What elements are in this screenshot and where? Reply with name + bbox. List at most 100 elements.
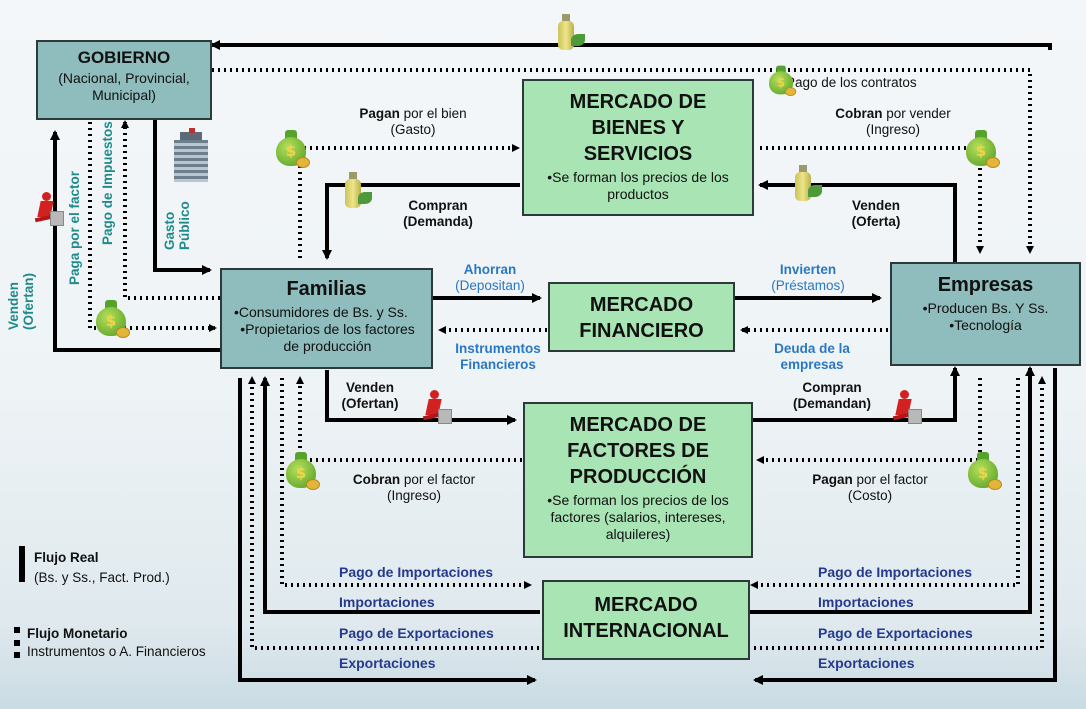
- label-compran-demanda-2: (Demanda): [403, 214, 473, 229]
- label-instrumentos-1: Instrumentos: [455, 341, 541, 356]
- mercado-internacional-box: MERCADO INTERNACIONAL: [542, 580, 750, 660]
- label-venden-ofertan-vertical: Venden (Ofertan): [6, 273, 36, 330]
- label-importaciones-left: Importaciones: [339, 594, 435, 610]
- arrow-cobran-vender: [760, 146, 984, 254]
- worker-icon: [30, 192, 64, 226]
- empresas-box: Empresas •Producen Bs. Y Ss. •Tecnología: [890, 262, 1081, 366]
- label-venden-ofertan-vert-2: (Ofertan): [21, 273, 36, 330]
- mercado-bienes-box: MERCADO DE BIENES Y SERVICIOS •Se forman…: [522, 79, 754, 216]
- arrow-venden-ofertan-gov: [50, 130, 220, 352]
- arrow-venden-factores: [325, 370, 517, 425]
- label-cobran-vender: Cobran por vender (Ingreso): [818, 106, 968, 138]
- label-deuda: Deuda de la empresas: [762, 341, 862, 373]
- label-pago-importaciones-right: Pago de Importaciones: [818, 564, 973, 580]
- label-deuda-1: Deuda de la: [774, 341, 850, 356]
- arrow-compran-factores: [752, 366, 960, 422]
- label-paga-por-el-factor: Paga por el factor: [67, 170, 82, 285]
- arrow-gasto-publico: [153, 120, 212, 275]
- money-bag-icon: $: [276, 130, 310, 168]
- familias-title: Familias: [286, 278, 367, 300]
- empresas-line1: •Producen Bs. Y Ss.: [922, 300, 1049, 316]
- worker-icon: [418, 390, 452, 424]
- label-ahorran: Ahorran (Depositan): [440, 262, 540, 294]
- label-pago-de-impuestos: Pago de Impuestos: [100, 121, 115, 245]
- label-compran-demandan-2: (Demandan): [792, 396, 871, 411]
- arrow-pago-importaciones-right: [750, 378, 1020, 589]
- arrow-exportaciones-left: [238, 378, 537, 685]
- label-ingreso-2: (Ingreso): [386, 488, 442, 503]
- money-bag-icon: $: [966, 130, 1000, 168]
- arrow-pago-exportaciones-left: [248, 376, 545, 650]
- money-bag-icon: $: [968, 452, 1002, 490]
- label-compran-demanda: Compran (Demanda): [388, 198, 488, 230]
- money-bag-icon: $: [769, 65, 797, 96]
- mercado-financiero-title: MERCADO FINANCIERO: [579, 294, 704, 342]
- legend-monetario-sub: Instrumentos o A. Financieros: [27, 644, 206, 659]
- label-cobran-factor-rest: por el factor: [403, 472, 476, 487]
- label-invierten: Invierten (Préstamos): [758, 262, 858, 294]
- label-ahorran-2: (Depositan): [455, 278, 525, 293]
- label-gasto: (Gasto): [390, 122, 436, 137]
- label-venden-ofertan: Venden (Ofertan): [330, 380, 410, 412]
- label-compran-demanda-1: Compran: [408, 198, 468, 213]
- legend-monetario-title: Flujo Monetario: [27, 626, 128, 641]
- label-compran-demandan-1: Compran: [802, 380, 862, 395]
- label-pagan-factor: Pagan por el factor (Costo): [790, 472, 950, 504]
- label-venden-ofertan-2: (Ofertan): [341, 396, 399, 411]
- label-exportaciones-right: Exportaciones: [818, 655, 915, 671]
- label-cobran-factor-bold: Cobran: [352, 472, 401, 487]
- money-bag-icon: $: [286, 452, 320, 490]
- worker-icon: [888, 390, 922, 424]
- arrow-venden-oferta: [758, 180, 957, 262]
- arrow-contracts-real: [210, 40, 1052, 50]
- label-ahorran-1: Ahorran: [463, 262, 517, 277]
- building-icon: [170, 128, 212, 182]
- label-instrumentos: Instrumentos Financieros: [448, 341, 548, 373]
- arrow-pago-impuestos: [121, 120, 220, 300]
- label-instrumentos-2: Financieros: [460, 357, 536, 372]
- label-deuda-2: empresas: [780, 357, 844, 372]
- bottle-icon: [345, 172, 372, 208]
- label-pago-exportaciones-right: Pago de Exportaciones: [818, 625, 973, 641]
- arrow-exportaciones-right: [753, 368, 1057, 685]
- label-importaciones-right: Importaciones: [818, 594, 914, 610]
- label-pago-exportaciones-left: Pago de Exportaciones: [339, 625, 494, 641]
- gobierno-box: GOBIERNO (Nacional, Provincial, Municipa…: [36, 40, 212, 120]
- label-pago-contratos: Pago de los contratos: [786, 75, 917, 90]
- bottle-icon: [558, 14, 585, 50]
- label-venden-oferta-1: Venden: [851, 198, 900, 213]
- mercado-factores-title: MERCADO DE FACTORES DE PRODUCCIÓN: [567, 414, 709, 488]
- label-venden-ofertan-1: Venden: [345, 380, 394, 395]
- arrow-compran-demanda: [322, 183, 520, 260]
- label-gasto-publico-2: Público: [177, 201, 192, 250]
- label-gasto-publico: Gasto Público: [162, 201, 192, 250]
- mercado-financiero-box: MERCADO FINANCIERO: [548, 282, 735, 352]
- label-exportaciones-left: Exportaciones: [339, 655, 436, 671]
- label-gasto-publico-1: Gasto: [162, 211, 177, 250]
- label-venden-ofertan-vert-1: Venden: [6, 281, 21, 330]
- mercado-factores-box: MERCADO DE FACTORES DE PRODUCCIÓN •Se fo…: [523, 402, 753, 558]
- money-bag-icon: $: [96, 300, 130, 338]
- familias-line2: •Propietarios de los factores de producc…: [240, 321, 415, 354]
- familias-line1: •Consumidores de Bs. y Ss.: [234, 304, 408, 320]
- bottle-icon: [795, 165, 822, 201]
- label-cobran-factor: Cobran por el factor (Ingreso): [334, 472, 494, 504]
- mercado-internacional-title: MERCADO INTERNACIONAL: [563, 594, 729, 642]
- arrow-pago-contratos: [212, 68, 1034, 254]
- label-invierten-1: Invierten: [779, 262, 837, 277]
- empresas-line2: •Tecnología: [949, 317, 1022, 333]
- label-ingreso: (Ingreso): [865, 122, 921, 137]
- legend-real-title: Flujo Real: [34, 550, 99, 565]
- label-pagan-factor-bold: Pagan: [812, 472, 853, 487]
- label-pago-importaciones-left: Pago de Importaciones: [339, 564, 494, 580]
- familias-box: Familias •Consumidores de Bs. y Ss. •Pro…: [220, 268, 433, 369]
- arrow-pagan-factor: [756, 378, 982, 464]
- label-venden-oferta-2: (Oferta): [851, 214, 901, 229]
- arrow-importaciones-left: [260, 376, 540, 614]
- gobierno-subtitle: (Nacional, Provincial, Municipal): [58, 70, 190, 103]
- label-cobran-bold: Cobran: [835, 106, 883, 121]
- label-cobran-rest: por vender: [886, 106, 951, 121]
- mercado-bienes-title: MERCADO DE BIENES Y SERVICIOS: [569, 91, 707, 165]
- mercado-factores-subtitle: •Se forman los precios de los factores (…: [547, 492, 729, 542]
